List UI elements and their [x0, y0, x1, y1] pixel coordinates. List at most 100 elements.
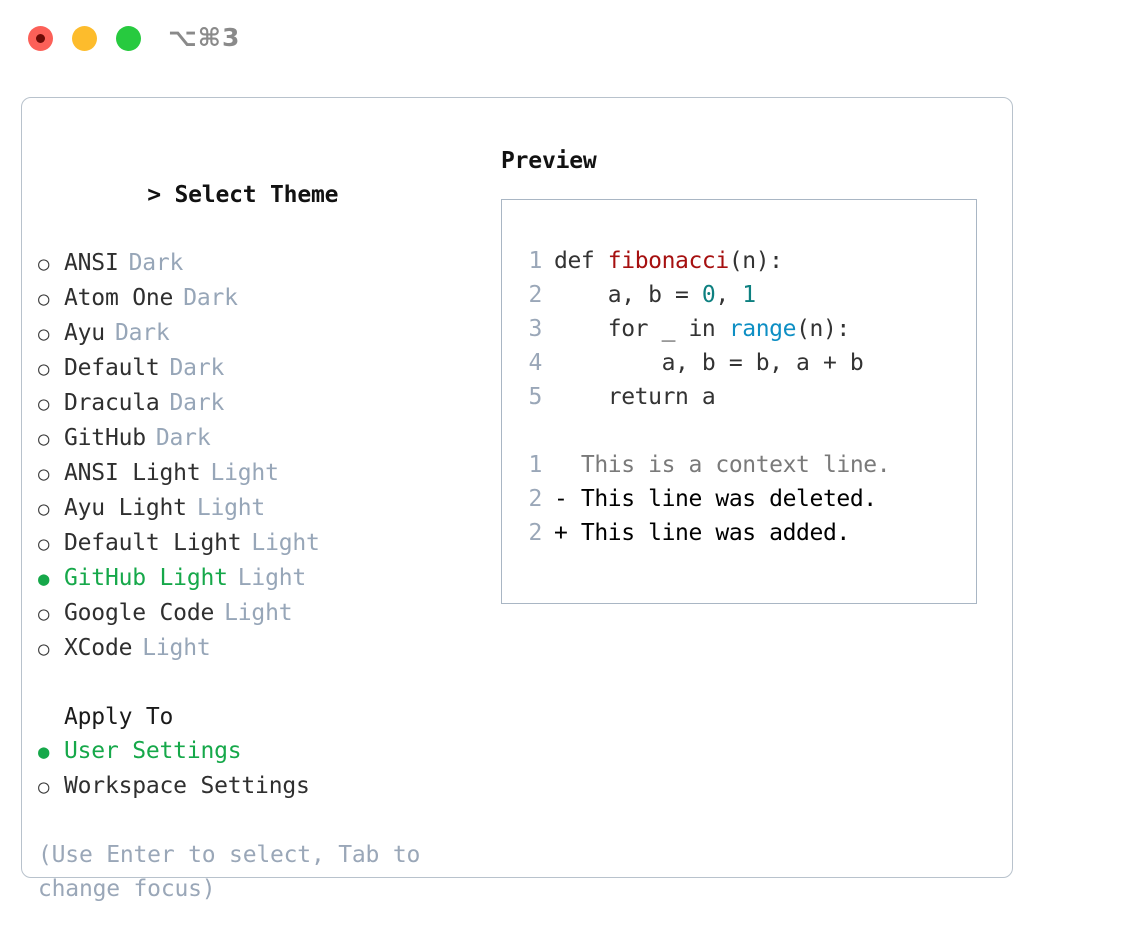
theme-option-ansi-light[interactable]: ○ ANSI Light Light: [38, 456, 488, 491]
apply-to-list: ● User Settings ○ Workspace Settings: [38, 734, 488, 804]
theme-option-dracula[interactable]: ○ Dracula Dark: [38, 386, 488, 421]
code-line: 2 a, b = 0, 1: [516, 278, 976, 312]
radio-selected-icon: ●: [38, 568, 50, 590]
code-token-num: 1: [742, 282, 756, 308]
diff-line-text: This line was added.: [567, 520, 850, 546]
theme-option-label: GitHub: [64, 425, 146, 451]
select-theme-header-label: Select Theme: [174, 182, 339, 208]
code-line-text: a, b = b, a + b: [554, 346, 864, 380]
diff-marker-deleted: -: [554, 486, 568, 512]
theme-option-xcode[interactable]: ○ XCode Light: [38, 631, 488, 666]
apply-to-option-label: Workspace Settings: [64, 773, 310, 799]
code-line-text: a, b = 0, 1: [554, 278, 756, 312]
close-button[interactable]: [28, 26, 53, 51]
code-token-plain: (n):: [796, 316, 850, 342]
prompt-caret-icon: >: [147, 182, 161, 208]
code-token-plain: (n):: [728, 248, 783, 274]
code-diff-spacer: [516, 414, 976, 448]
theme-option-github-light[interactable]: ● GitHub Light Light: [38, 561, 488, 596]
line-number: 2: [528, 282, 543, 308]
radio-unselected-icon: ○: [38, 428, 50, 450]
radio-unselected-icon: ○: [38, 323, 50, 345]
radio-unselected-icon: ○: [38, 498, 50, 520]
code-line-text: for _ in range(n):: [554, 312, 850, 346]
select-theme-header: > Select Theme: [38, 144, 488, 246]
theme-option-label: Ayu Light: [64, 495, 187, 521]
radio-unselected-icon: ○: [38, 358, 50, 380]
theme-option-tag: Light: [237, 565, 307, 591]
minimize-button[interactable]: [72, 26, 97, 51]
code-token-plain: a, b = b, a + b: [554, 350, 864, 376]
theme-option-ayu[interactable]: ○ Ayu Dark: [38, 316, 488, 351]
theme-option-google-code[interactable]: ○ Google Code Light: [38, 596, 488, 631]
theme-option-tag: Dark: [114, 320, 170, 346]
radio-unselected-icon: ○: [38, 393, 50, 415]
theme-option-github[interactable]: ○ GitHub Dark: [38, 421, 488, 456]
theme-option-tag: Light: [196, 495, 266, 521]
line-number: 4: [528, 350, 543, 376]
line-number: 1: [528, 248, 543, 274]
keyboard-shortcut-label: ⌥⌘3: [168, 23, 241, 52]
theme-option-label: GitHub Light: [64, 565, 228, 591]
theme-option-tag: Dark: [128, 250, 184, 276]
radio-unselected-icon: ○: [38, 288, 50, 310]
diff-line-text: This is a context line.: [567, 452, 891, 478]
theme-option-tag: Dark: [155, 425, 211, 451]
code-line: 5 return a: [516, 380, 976, 414]
code-token-num: 0: [701, 282, 716, 308]
line-number: 1: [528, 452, 543, 478]
keyboard-hint-text: (Use Enter to select, Tab to change focu…: [38, 842, 421, 902]
theme-option-label: ANSI: [64, 250, 119, 276]
preview-title: Preview: [501, 148, 597, 174]
diff-marker-added: +: [554, 520, 568, 546]
radio-unselected-icon: ○: [38, 776, 50, 798]
theme-option-tag: Light: [210, 460, 279, 486]
theme-option-ayu-light[interactable]: ○ Ayu Light Light: [38, 491, 488, 526]
code-line-text: return a: [554, 380, 716, 414]
apply-to-option-workspace-settings[interactable]: ○ Workspace Settings: [38, 769, 488, 804]
diff-line-deleted: 2- This line was deleted.: [516, 482, 976, 516]
theme-option-label: Google Code: [64, 600, 215, 626]
radio-selected-icon: ●: [38, 741, 50, 763]
radio-unselected-icon: ○: [38, 463, 50, 485]
theme-option-label: Default Light: [64, 530, 242, 556]
code-token-plain: ,: [715, 282, 743, 308]
code-token-fn: fibonacci: [607, 248, 729, 274]
line-number: 2: [528, 486, 543, 512]
theme-option-label: Ayu: [64, 320, 105, 346]
theme-option-tag: Dark: [169, 355, 225, 381]
apply-to-option-label: User Settings: [64, 738, 242, 764]
line-number: 5: [528, 384, 543, 410]
theme-option-tag: Light: [142, 635, 211, 661]
line-number: 3: [528, 316, 543, 342]
diff-sample: 1 This is a context line. 2- This line wa…: [516, 448, 976, 550]
theme-option-label: Dracula: [64, 390, 160, 416]
apply-to-option-user-settings[interactable]: ● User Settings: [38, 734, 488, 769]
code-token-plain: return a: [554, 384, 716, 410]
radio-unselected-icon: ○: [38, 638, 50, 660]
pane-spacer: [38, 666, 488, 700]
maximize-button[interactable]: [116, 26, 141, 51]
theme-option-label: ANSI Light: [64, 460, 201, 486]
code-token-builtin: range: [728, 316, 797, 342]
theme-option-label: XCode: [64, 635, 133, 661]
theme-option-tag: Dark: [169, 390, 225, 416]
diff-line-text: This line was deleted.: [567, 486, 877, 512]
radio-unselected-icon: ○: [38, 603, 50, 625]
theme-option-tag: Light: [224, 600, 293, 626]
code-line: 4 a, b = b, a + b: [516, 346, 976, 380]
code-line: 3 for _ in range(n):: [516, 312, 976, 346]
theme-option-tag: Light: [251, 530, 320, 556]
theme-option-tag: Dark: [183, 285, 238, 311]
